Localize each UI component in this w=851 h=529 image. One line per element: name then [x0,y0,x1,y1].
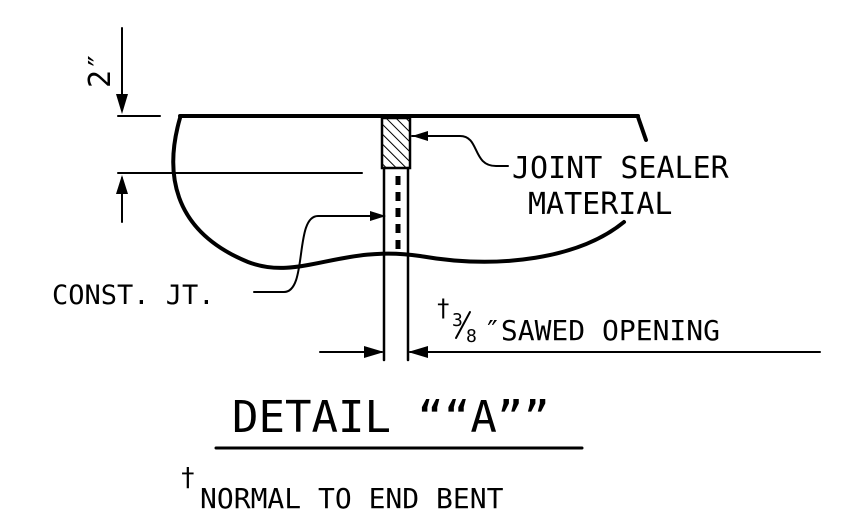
fraction-denominator: 8 [466,326,477,347]
arrow-right-icon [370,211,386,221]
joint-lines [382,166,410,362]
const-jt-leader [253,211,386,293]
const-jt-label: CONST. JT. [52,280,215,311]
arrow-left-icon [408,346,428,358]
depth-dimension: 2″ [83,27,363,223]
sealer-leader [411,131,509,167]
sealer-label-line2: MATERIAL [528,187,673,222]
detail-title: DETAIL ““A”” [232,392,550,443]
sealer-label-line1: JOINT SEALER [512,151,730,186]
fraction-numerator: 3 [452,310,463,331]
arrow-up-icon [116,175,128,194]
arrow-right-icon [364,346,384,358]
slab-outline [171,114,648,270]
footnote-text: NORMAL TO END BENT [200,482,504,515]
dagger-mark-sawed: † [436,294,450,322]
joint-sealer [380,116,412,170]
arrow-down-icon [116,94,128,114]
sawed-opening-dimension [319,346,821,358]
dimension-label: 2″ [83,52,118,88]
dagger-mark-footnote: † [180,463,196,493]
fraction-slash [455,311,471,339]
arrow-left-icon [412,131,428,141]
sawed-opening-label: ″SAWED OPENING [484,314,720,347]
